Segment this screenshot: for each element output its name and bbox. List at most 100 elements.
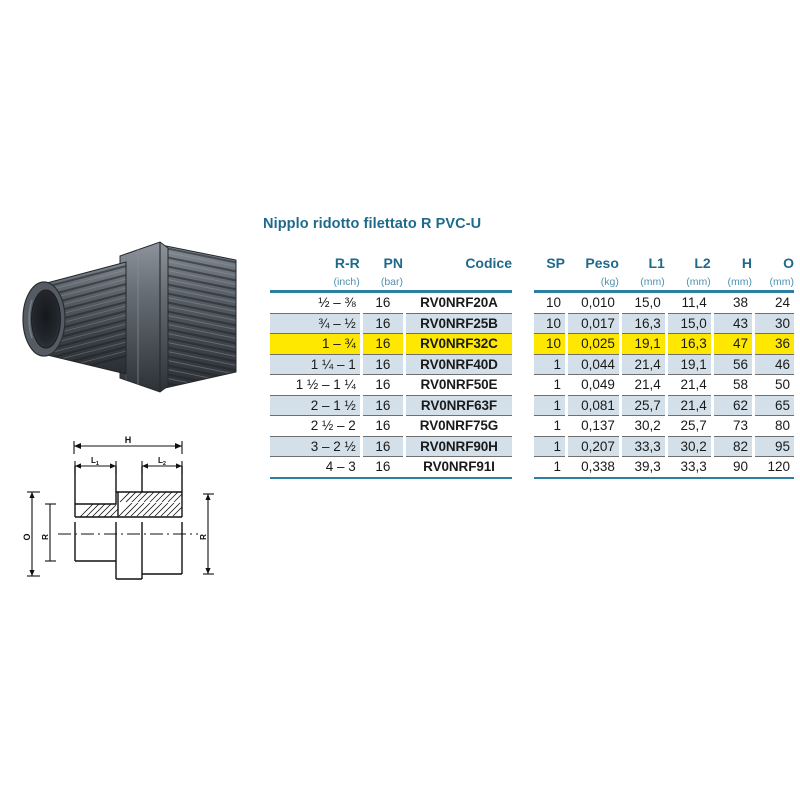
table-row[interactable]: 10 0,017 16,3 15,0 43 30 [534, 313, 794, 334]
table-right-header-units: (kg) (mm) (mm) (mm) (mm) [534, 273, 794, 290]
drawing-section-outline [74, 466, 183, 580]
column-header-peso: Peso [585, 254, 619, 271]
cell-codice: RV0NRF50E [406, 375, 512, 396]
column-unit-h: (mm) [727, 275, 753, 288]
rule-line [534, 476, 794, 480]
technical-drawing-svg: H L1 L2 O R R [22, 435, 214, 580]
table-row[interactable]: 1 0,207 33,3 30,2 82 95 [534, 436, 794, 457]
cell-l2: 11,4 [667, 293, 711, 314]
specification-table-left: R-R PN Codice (inch) (bar) ½ – ⅜ 16 RV0N… [267, 252, 515, 480]
table-left-bottom-rule [270, 476, 512, 480]
cell-pn: 16 [362, 375, 403, 396]
cell-o: 50 [755, 375, 794, 396]
cell-codice: RV0NRF90H [406, 436, 512, 457]
column-header-l2: L2 [694, 254, 711, 271]
cell-h: 58 [713, 375, 752, 396]
dimension-h [73, 441, 183, 454]
cell-pn: 16 [362, 395, 403, 416]
table-row[interactable]: 10 0,010 15,0 11,4 38 24 [534, 293, 794, 314]
cell-h: 56 [713, 354, 752, 375]
dimension-o [27, 491, 40, 577]
table-left-header-units: (inch) (bar) [270, 273, 512, 290]
column-unit-sp [534, 273, 565, 290]
technical-drawing: H L1 L2 O R R [6, 424, 242, 610]
cell-peso: 0,017 [568, 313, 619, 334]
cell-codice: RV0NRF63F [406, 395, 512, 416]
cell-l1: 21,4 [621, 354, 665, 375]
table-row[interactable]: 1 0,044 21,4 19,1 56 46 [534, 354, 794, 375]
cell-l2: 19,1 [667, 354, 711, 375]
cell-codice: RV0NRF25B [406, 313, 512, 334]
cell-pn: 16 [375, 459, 391, 475]
drawing-label-o: O [22, 533, 32, 540]
photo-hex-flange [119, 241, 169, 393]
cell-codice: RV0NRF40D [406, 354, 512, 375]
cell-sp: 1 [553, 459, 561, 475]
table-row-highlighted[interactable]: 1 – ¾ 16 RV0NRF32C [270, 334, 512, 355]
cell-h: 43 [713, 313, 752, 334]
cell-l1: 30,2 [621, 416, 665, 437]
drawing-label-r-left: R [41, 534, 50, 540]
table-row[interactable]: 1 0,049 21,4 21,4 58 50 [534, 375, 794, 396]
cell-l1: 19,1 [621, 334, 665, 355]
cell-codice: RV0NRF91I [423, 459, 495, 475]
cell-rr: 1 – ¾ [270, 334, 360, 355]
cell-peso: 0,338 [581, 459, 615, 475]
cell-l2: 30,2 [667, 436, 711, 457]
rule-line [270, 476, 512, 480]
cell-codice: RV0NRF32C [406, 334, 512, 355]
cell-sp: 1 [534, 375, 565, 396]
table-right-header-main: SP Peso L1 L2 H O [534, 252, 794, 273]
cell-h: 62 [713, 395, 752, 416]
cell-o: 120 [767, 459, 790, 475]
table-row[interactable]: 1 0,081 25,7 21,4 62 65 [534, 395, 794, 416]
cell-codice: RV0NRF20A [406, 293, 512, 314]
column-header-rr: R-R [334, 254, 360, 271]
cell-rr: 2 ½ – 2 [270, 416, 360, 437]
table-row[interactable]: 2 – 1 ½ 16 RV0NRF63F [270, 395, 512, 416]
column-unit-o: (mm) [769, 275, 795, 288]
column-header-codice: Codice [465, 254, 512, 271]
cell-o: 95 [755, 436, 794, 457]
table-row[interactable]: ½ – ⅜ 16 RV0NRF20A [270, 293, 512, 314]
cell-o: 80 [755, 416, 794, 437]
cell-peso: 0,137 [568, 416, 619, 437]
table-right-body: 10 0,010 15,0 11,4 38 24 10 0,017 16,3 1… [534, 293, 794, 480]
table-row[interactable]: 1 0,338 39,3 33,3 90 120 [534, 457, 794, 477]
drawing-hatching [79, 491, 183, 518]
table-row[interactable]: 3 – 2 ½ 16 RV0NRF90H [270, 436, 512, 457]
cell-sp: 10 [534, 293, 565, 314]
drawing-label-l1: L1 [91, 456, 99, 467]
cell-rr: 3 – 2 ½ [270, 436, 360, 457]
table-right-head: SP Peso L1 L2 H O (kg) (mm) (mm) (mm) (m… [534, 252, 794, 293]
photo-large-thread [155, 243, 237, 391]
table-row[interactable]: 1 ½ – 1 ¼ 16 RV0NRF50E [270, 375, 512, 396]
cell-pn: 16 [362, 334, 403, 355]
cell-pn: 16 [362, 416, 403, 437]
column-unit-l2: (mm) [686, 275, 711, 288]
column-header-l1: L1 [648, 254, 665, 271]
cell-l1: 25,7 [621, 395, 665, 416]
cell-peso: 0,025 [568, 334, 619, 355]
cell-l1: 33,3 [621, 436, 665, 457]
drawing-label-r-right: R [199, 534, 208, 540]
cell-peso: 0,010 [568, 293, 619, 314]
table-row[interactable]: ¾ – ½ 16 RV0NRF25B [270, 313, 512, 334]
photo-bore-opening [22, 281, 66, 357]
column-header-o: O [783, 254, 794, 271]
cell-sp: 1 [534, 436, 565, 457]
cell-sp: 10 [534, 334, 565, 355]
column-unit-peso: (kg) [600, 275, 619, 288]
table-row[interactable]: 1 ¼ – 1 16 RV0NRF40D [270, 354, 512, 375]
table-row[interactable]: 4 – 3 16 RV0NRF91I [270, 457, 512, 477]
table-row-highlighted[interactable]: 10 0,025 19,1 16,3 47 36 [534, 334, 794, 355]
cell-l2: 16,3 [667, 334, 711, 355]
table-left-header-main: R-R PN Codice [270, 252, 512, 273]
cell-l1: 16,3 [621, 313, 665, 334]
product-photo-svg [22, 241, 237, 393]
cell-rr: ½ – ⅜ [270, 293, 360, 314]
table-row[interactable]: 2 ½ – 2 16 RV0NRF75G [270, 416, 512, 437]
table-row[interactable]: 1 0,137 30,2 25,7 73 80 [534, 416, 794, 437]
cell-l2: 21,4 [667, 375, 711, 396]
cell-h: 47 [713, 334, 752, 355]
